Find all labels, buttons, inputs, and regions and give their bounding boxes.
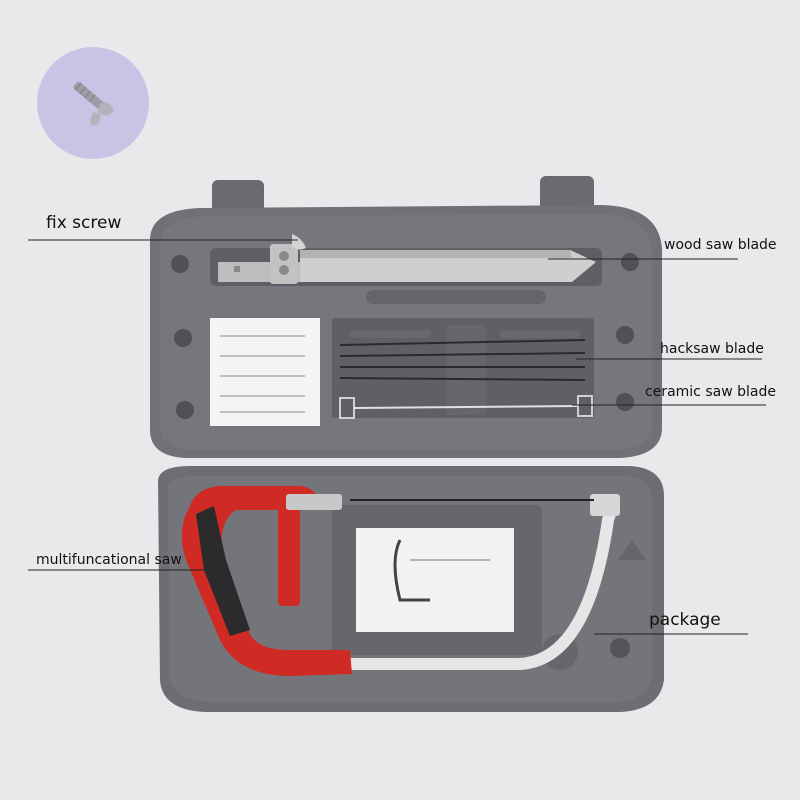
wood-saw-blade-label: wood saw blade <box>664 237 777 253</box>
wood-saw-blade <box>218 234 596 284</box>
fix-screw-label: fix screw <box>46 213 122 233</box>
wing-screw-icon <box>37 47 149 159</box>
multifunctional-saw-label: multifuncational saw <box>36 552 182 568</box>
package-label: package <box>649 610 721 630</box>
ceramic-saw-blade <box>339 395 593 419</box>
ceramic-saw-blade-label: ceramic saw blade <box>645 384 776 400</box>
leader-lines <box>28 239 766 635</box>
multifunctional-saw <box>181 486 620 676</box>
hacksaw-blade-label: hacksaw blade <box>660 341 764 357</box>
hacksaw-blades <box>339 330 586 381</box>
